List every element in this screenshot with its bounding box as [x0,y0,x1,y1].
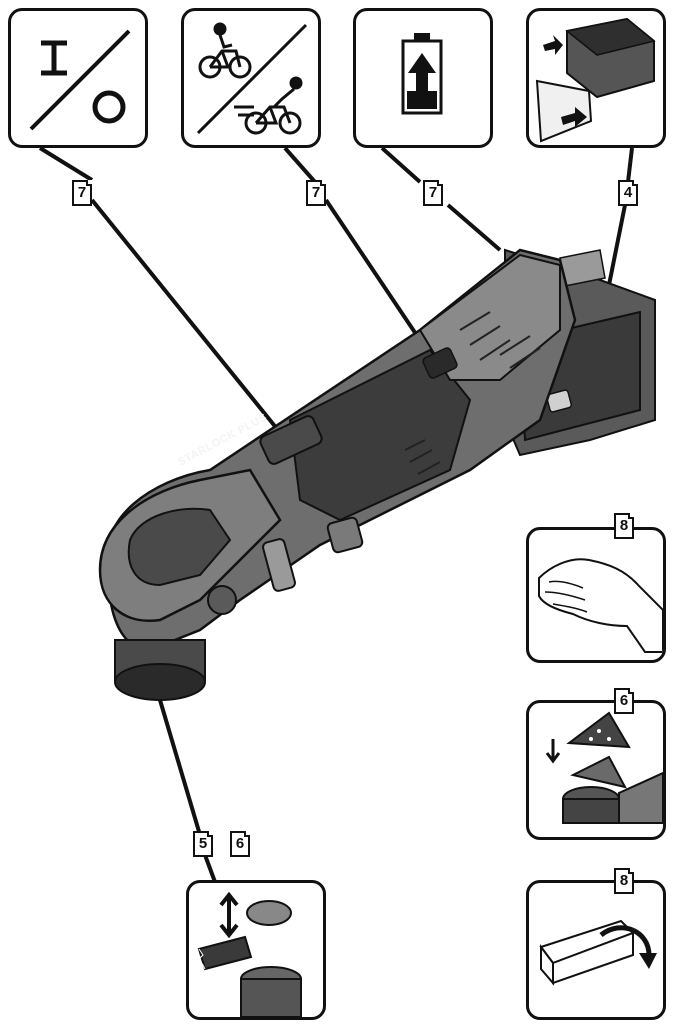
sanding-pad-icon [545,711,663,824]
callout-battery-level: 7 [423,180,443,206]
speed-cyclist-icon [196,22,308,135]
callout-speed: 7 [306,180,326,206]
storage-panel [526,880,666,1020]
battery-insert-panel [526,8,666,148]
battery-level-panel [353,8,493,148]
speed-panel [181,8,321,148]
callout-hand: 8 [614,513,634,539]
on-off-switch-icon [29,29,131,131]
onoff-panel [8,8,148,148]
callout-blade-b: 6 [230,831,250,857]
callout-storage: 8 [614,868,634,894]
battery-charge-icon [401,33,443,115]
storage-case-icon [539,919,657,986]
sanding-panel [526,700,666,840]
tool-body [98,248,577,701]
blade-panel [186,880,326,1020]
blade-change-icon [197,891,302,1017]
callout-onoff: 7 [72,180,92,206]
hand-vibration-icon [538,558,663,653]
battery-insert-icon [535,17,656,143]
callout-sanding: 6 [614,688,634,714]
callout-blade-a: 5 [193,831,213,857]
hand-panel [526,527,666,663]
callout-battery-insert: 4 [618,180,638,206]
leader-lines [38,146,634,883]
